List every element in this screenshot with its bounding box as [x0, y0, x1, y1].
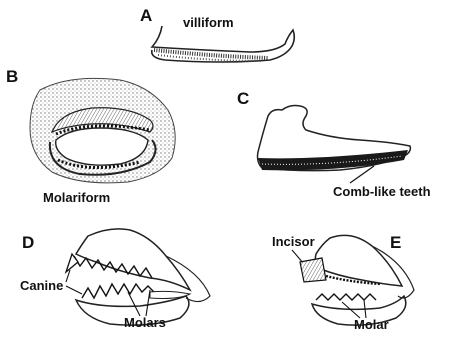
canine-pointer-lower [66, 286, 82, 294]
panel-c-letter: C [237, 89, 249, 108]
panel-d-letter: D [22, 233, 34, 252]
villiform-label: villiform [183, 15, 234, 30]
molariform-jaw-drawing [30, 78, 175, 183]
incisor-label: Incisor [272, 234, 315, 249]
canine-label: Canine [20, 278, 63, 293]
panel-e: E Incisor Molar [272, 233, 414, 332]
panel-b: B Molariform [6, 67, 175, 205]
molar-label: Molar [354, 317, 389, 332]
panel-a: A villiform [140, 6, 294, 62]
molars-label: Molars [124, 315, 166, 330]
panel-a-letter: A [140, 6, 152, 25]
panel-d: D Canine Molars [20, 229, 210, 330]
comb-label: Comb-like teeth [333, 184, 431, 199]
molariform-label: Molariform [43, 190, 110, 205]
villiform-jaw-drawing [152, 26, 295, 62]
panel-c: C Comb-like teeth [237, 89, 431, 199]
canine-molar-jaw-drawing [66, 229, 210, 325]
comb-jaw-drawing [258, 106, 411, 171]
panel-e-letter: E [390, 233, 401, 252]
panel-b-letter: B [6, 67, 18, 86]
